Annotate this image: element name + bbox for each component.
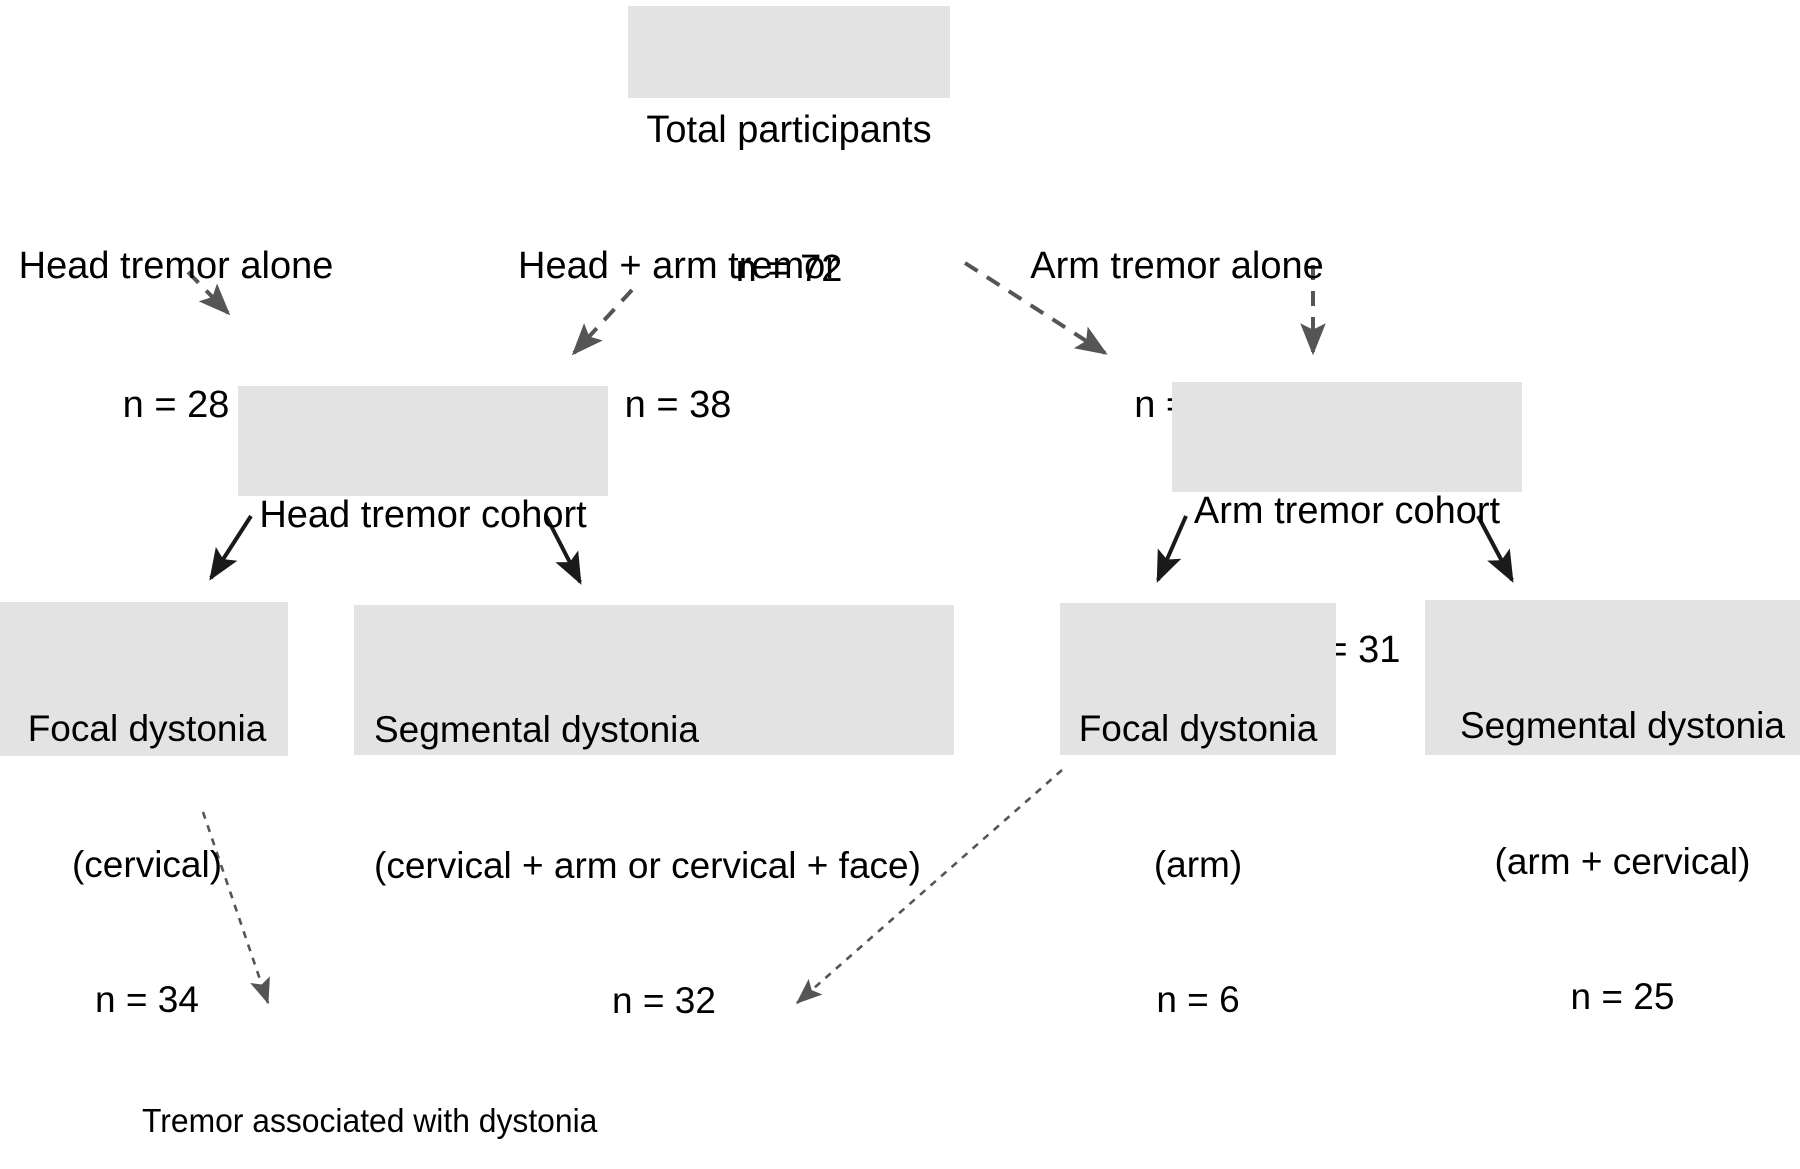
- node-label: Head + arm tremor: [518, 244, 838, 287]
- node-label: Segmental dystonia: [1460, 705, 1785, 747]
- node-summary-tremor-associated-with-dystonia: Tremor associated with dystonia nondysto…: [142, 1018, 1542, 1168]
- node-label: Segmental dystonia: [374, 709, 699, 751]
- node-focal-dystonia-arm: Focal dystonia (arm) n = 6: [1060, 603, 1336, 1020]
- node-count: n = 28: [122, 383, 230, 426]
- node-segmental-dystonia-cervical: Segmental dystonia (cervical + arm or ce…: [354, 605, 954, 1021]
- node-label: Focal dystonia: [27, 708, 267, 750]
- node-count: n = 34: [95, 979, 199, 1020]
- node-label: Head tremor alone: [18, 244, 334, 287]
- node-label: Arm tremor cohort: [1193, 489, 1501, 532]
- node-label: Arm tremor alone: [1030, 244, 1324, 287]
- node-qualifier: (arm + cervical): [1494, 840, 1751, 882]
- node-head-tremor-cohort: Head tremor cohort n = 66: [238, 386, 608, 675]
- node-arm-tremor-alone: Arm tremor alone n = 6: [1020, 146, 1334, 426]
- node-label: Focal dystonia: [1078, 708, 1318, 750]
- node-arm-tremor-cohort: Arm tremor cohort n = 31: [1172, 382, 1522, 671]
- node-count: n = 38: [624, 383, 732, 426]
- node-focal-dystonia-cervical: Focal dystonia (cervical) n = 34: [0, 602, 288, 1020]
- node-count: n = 72: [735, 247, 843, 290]
- summary-line-1: Tremor associated with dystonia: [142, 1101, 598, 1139]
- node-head-plus-arm-tremor: Head + arm tremor n = 38: [508, 146, 848, 426]
- node-qualifier: (cervical): [71, 843, 223, 885]
- node-count: n = 6: [1156, 979, 1240, 1020]
- node-label: Head tremor cohort: [259, 493, 587, 536]
- node-segmental-dystonia-arm-cervical: Segmental dystonia (arm + cervical) n = …: [1425, 600, 1800, 1017]
- node-head-tremor-alone: Head tremor alone n = 28: [8, 146, 344, 426]
- node-label: Total participants: [646, 108, 932, 151]
- node-qualifier: (cervical + arm or cervical + face): [374, 844, 921, 886]
- node-total-participants: Total participants n = 72: [628, 6, 950, 290]
- node-count: n = 32: [612, 980, 716, 1021]
- node-count: n = 25: [1570, 976, 1675, 1017]
- node-qualifier: (arm): [1153, 843, 1243, 885]
